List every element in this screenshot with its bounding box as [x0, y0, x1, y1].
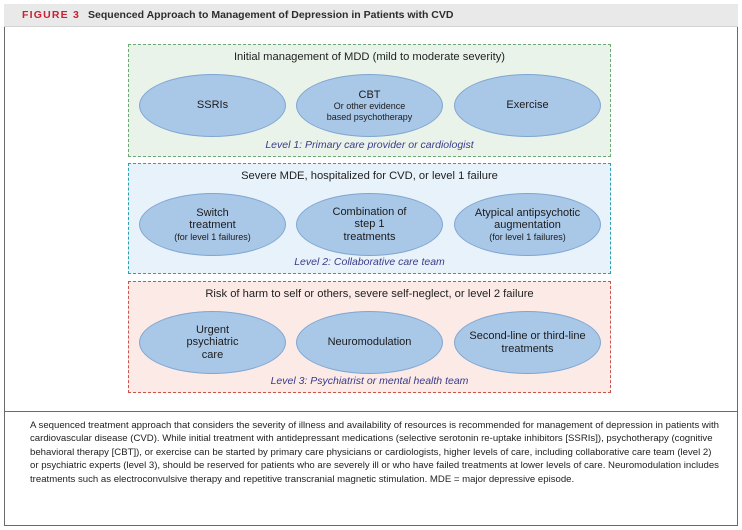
option-atypical-antipsychotic: Atypical antipsychotic augmentation (for…: [454, 193, 601, 256]
option-atypical-antipsychotic-label: Atypical antipsychotic augmentation: [474, 206, 581, 232]
option-exercise: Exercise: [454, 74, 601, 137]
option-cbt-sublabel: Or other evidence based psychotherapy: [326, 101, 413, 122]
option-second-third-line: Second-line or third-line treatments: [454, 311, 601, 374]
figure-label: FIGURE 3: [22, 9, 81, 21]
level-3-caption: Level 3: Psychiatrist or mental health t…: [270, 375, 469, 387]
level-1-box: Initial management of MDD (mild to moder…: [128, 44, 611, 157]
option-cbt-label: CBT: [358, 88, 381, 101]
option-atypical-antipsychotic-sublabel: (for level 1 failures): [489, 231, 566, 242]
option-neuromodulation: Neuromodulation: [296, 311, 443, 374]
level-2-title: Severe MDE, hospitalized for CVD, or lev…: [241, 170, 498, 182]
option-neuromodulation-label: Neuromodulation: [327, 336, 412, 349]
option-ssris-label: SSRIs: [196, 99, 229, 112]
option-combination-treatments-label: Combination of step 1 treatments: [332, 205, 407, 243]
option-urgent-psychiatric-care: Urgent psychiatric care: [139, 311, 286, 374]
level-2-caption: Level 2: Collaborative care team: [294, 256, 445, 268]
option-combination-treatments: Combination of step 1 treatments: [296, 193, 443, 256]
level-2-box: Severe MDE, hospitalized for CVD, or lev…: [128, 163, 611, 274]
figure-description: A sequenced treatment approach that cons…: [30, 420, 719, 485]
option-switch-treatment-sublabel: (for level 1 failures): [174, 231, 251, 242]
caption-divider: [4, 411, 738, 412]
level-1-caption: Level 1: Primary care provider or cardio…: [265, 139, 474, 151]
option-switch-treatment-label: Switch treatment: [189, 206, 236, 232]
level-3-box: Risk of harm to self or others, severe s…: [128, 281, 611, 393]
option-second-third-line-label: Second-line or third-line treatments: [469, 330, 586, 355]
level-3-title: Risk of harm to self or others, severe s…: [205, 288, 534, 300]
option-urgent-psychiatric-care-label: Urgent psychiatric care: [186, 323, 239, 361]
level-1-title: Initial management of MDD (mild to moder…: [233, 51, 506, 63]
option-exercise-label: Exercise: [506, 99, 549, 112]
option-switch-treatment: Switch treatment (for level 1 failures): [139, 193, 286, 256]
option-cbt: CBT Or other evidence based psychotherap…: [296, 74, 443, 137]
figure-header: FIGURE 3 Sequenced Approach to Managemen…: [4, 4, 738, 27]
figure-title: Sequenced Approach to Management of Depr…: [88, 9, 454, 21]
option-ssris: SSRIs: [139, 74, 286, 137]
